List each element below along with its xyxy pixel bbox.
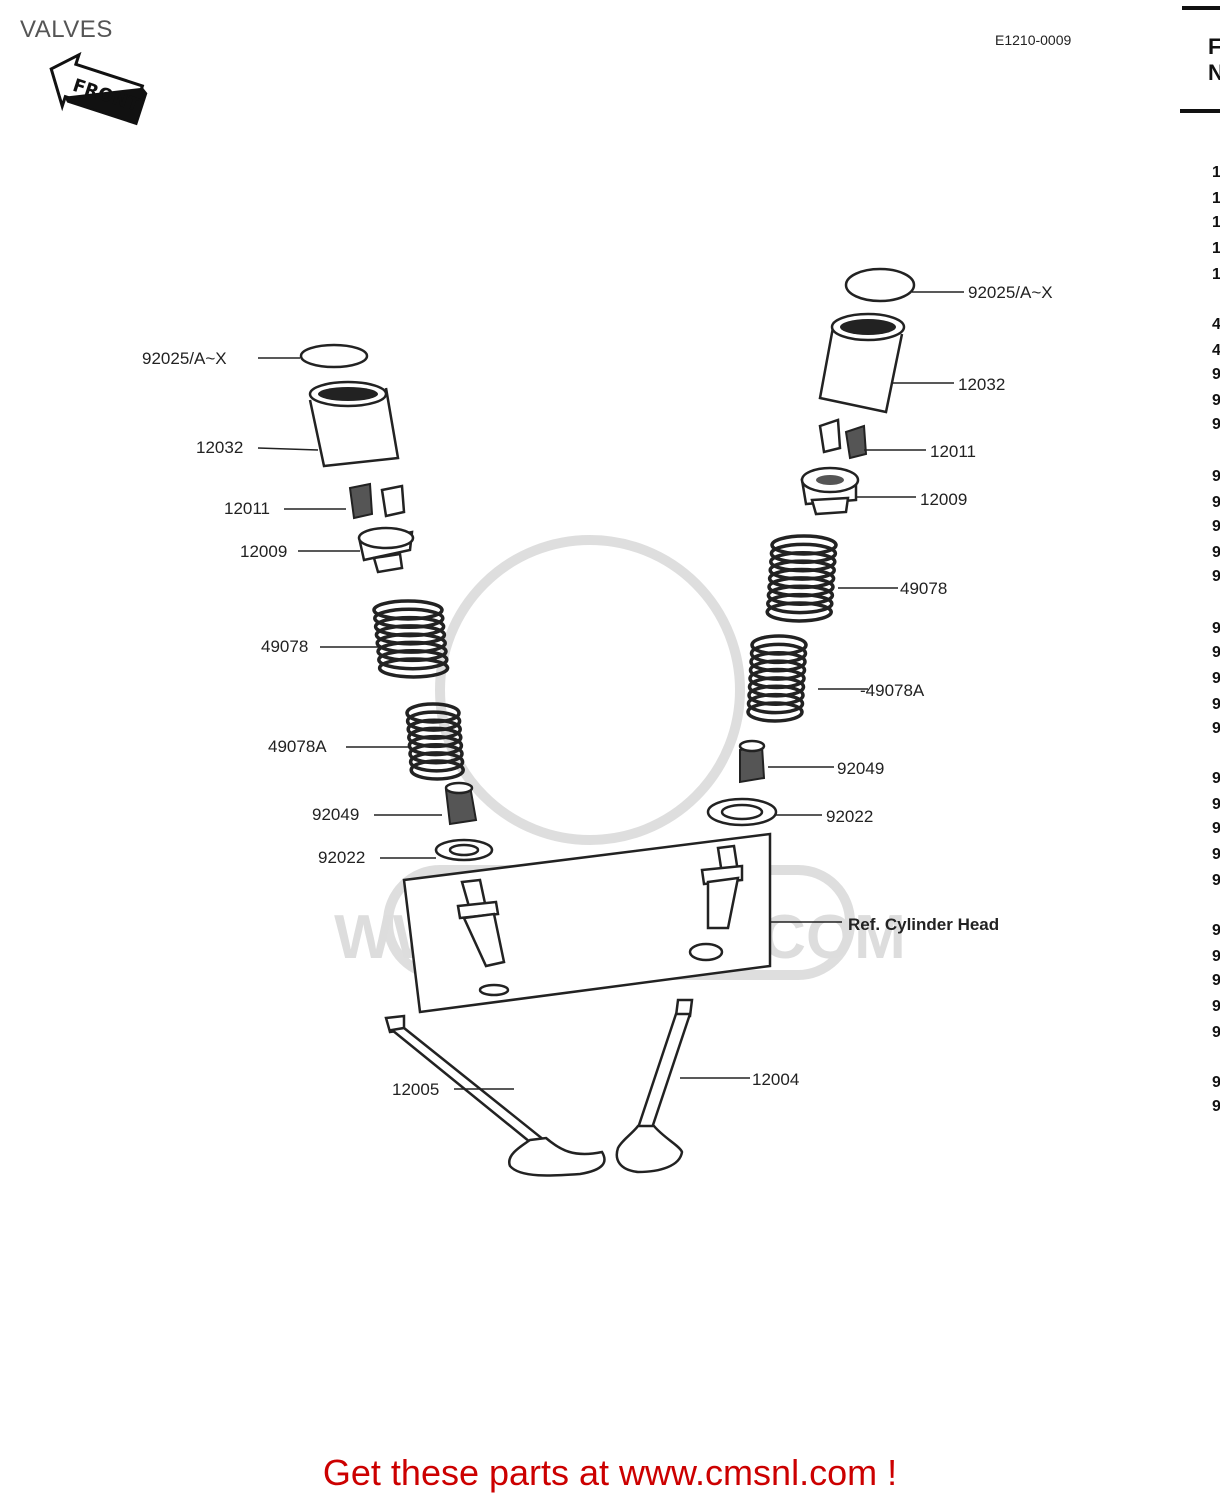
right-column-row-mark: 9 bbox=[1212, 570, 1220, 584]
right-inner-spring bbox=[746, 634, 808, 723]
cmsnl-banner-link[interactable]: Get these parts at www.cmsnl.com ! bbox=[322, 1452, 898, 1493]
front-arrow-icon: FRONT bbox=[49, 51, 148, 126]
left-outer-spring bbox=[372, 599, 450, 679]
right-column-row-mark: 4 bbox=[1212, 318, 1220, 332]
right-column-row-mark: 1 bbox=[1212, 268, 1220, 282]
right-column-row-mark: 9 bbox=[1212, 798, 1220, 812]
label-left-lifter: 12032 bbox=[196, 438, 243, 457]
right-column-row-mark: 9 bbox=[1212, 950, 1220, 964]
right-column-row-mark: 9 bbox=[1212, 470, 1220, 484]
left-valve-guide bbox=[456, 878, 510, 997]
label-cylinder-head-ref: Ref. Cylinder Head bbox=[848, 915, 999, 934]
label-left-seat: 92022 bbox=[318, 848, 365, 867]
right-column-rule-top bbox=[1182, 6, 1220, 10]
right-retainer bbox=[800, 466, 860, 516]
right-column-heading: F N bbox=[1208, 34, 1220, 84]
right-lifter bbox=[818, 312, 906, 414]
right-spring-seat bbox=[706, 797, 778, 827]
right-column-row-mark: 9 bbox=[1212, 874, 1220, 888]
right-heading-char: N bbox=[1208, 60, 1220, 84]
left-spring-seat bbox=[434, 838, 494, 862]
label-exhaust-valve: 12005 bbox=[392, 1080, 439, 1099]
page-title: VALVES bbox=[20, 16, 113, 43]
left-retainer bbox=[357, 526, 415, 574]
left-valve-train bbox=[299, 343, 606, 1177]
right-column-row-mark: 9 bbox=[1212, 722, 1220, 736]
right-column-row-mark: 9 bbox=[1212, 848, 1220, 862]
label-right-retainer: 12009 bbox=[920, 490, 967, 509]
left-keeper bbox=[348, 482, 406, 520]
label-right-outer-spring: 49078 bbox=[900, 579, 947, 598]
left-shim bbox=[299, 343, 369, 369]
right-column-row-mark: 9 bbox=[1212, 646, 1220, 660]
label-right-seal: 92049 bbox=[837, 759, 884, 778]
right-column-row-mark: 9 bbox=[1212, 1100, 1220, 1114]
label-left-outer-spring: 49078 bbox=[261, 637, 308, 656]
diagram-code: E1210-0009 bbox=[995, 32, 1072, 48]
right-column-row-mark: 1 bbox=[1212, 216, 1220, 230]
right-column-row-mark: 9 bbox=[1212, 520, 1220, 534]
right-column-row-mark: 9 bbox=[1212, 1000, 1220, 1014]
right-column-row-mark: 4 bbox=[1212, 344, 1220, 358]
right-keeper bbox=[818, 418, 868, 460]
exhaust-valve bbox=[384, 1014, 606, 1177]
label-left-inner-spring: 49078A bbox=[268, 737, 327, 756]
right-shim bbox=[844, 267, 916, 303]
label-left-retainer: 12009 bbox=[240, 542, 287, 561]
label-right-shim: 92025/A~X bbox=[968, 283, 1053, 302]
right-valve-guide bbox=[688, 844, 744, 962]
label-intake-valve: 12004 bbox=[752, 1070, 799, 1089]
label-left-seal: 92049 bbox=[312, 805, 359, 824]
right-column-row-mark: 9 bbox=[1212, 622, 1220, 636]
left-inner-spring bbox=[405, 702, 465, 781]
right-column-rule-bottom bbox=[1180, 109, 1220, 113]
right-column-row-mark: 9 bbox=[1212, 974, 1220, 988]
intake-valve bbox=[615, 998, 694, 1174]
right-column-row-mark: 9 bbox=[1212, 546, 1220, 560]
left-stem-seal bbox=[444, 781, 478, 826]
leader-lines bbox=[257, 291, 964, 1090]
right-column-row-mark: 9 bbox=[1212, 368, 1220, 382]
right-valve-train bbox=[615, 267, 916, 1174]
right-column-row-mark: 1 bbox=[1212, 166, 1220, 180]
right-column-row-mark: 9 bbox=[1212, 924, 1220, 938]
right-column-row-mark: 9 bbox=[1212, 672, 1220, 686]
cylinder-head-plate bbox=[402, 832, 772, 1014]
right-column-row-mark: 9 bbox=[1212, 1026, 1220, 1040]
right-column-row-mark: 1 bbox=[1212, 192, 1220, 206]
right-column-row-mark: 1 bbox=[1212, 242, 1220, 256]
right-outer-spring bbox=[765, 534, 838, 623]
part-labels: 92025/A~X 12032 12011 12009 49078 49078A… bbox=[142, 283, 1053, 1099]
right-column-row-mark: 9 bbox=[1212, 418, 1220, 432]
right-column-row-mark: 9 bbox=[1212, 822, 1220, 836]
label-right-inner-spring: -49078A bbox=[860, 681, 925, 700]
label-left-keeper: 12011 bbox=[224, 499, 270, 518]
right-stem-seal bbox=[738, 739, 766, 784]
label-left-shim: 92025/A~X bbox=[142, 349, 227, 368]
right-column-row-mark: 9 bbox=[1212, 496, 1220, 510]
label-right-keeper: 12011 bbox=[930, 442, 976, 461]
right-column-row-mark: 9 bbox=[1212, 1076, 1220, 1090]
label-right-lifter: 12032 bbox=[958, 375, 1005, 394]
label-right-seat: 92022 bbox=[826, 807, 873, 826]
right-column-row-mark: 9 bbox=[1212, 772, 1220, 786]
right-column-row-mark: 9 bbox=[1212, 394, 1220, 408]
left-lifter bbox=[308, 380, 400, 468]
right-column-row-mark: 9 bbox=[1212, 698, 1220, 712]
right-heading-char: F bbox=[1208, 34, 1220, 59]
